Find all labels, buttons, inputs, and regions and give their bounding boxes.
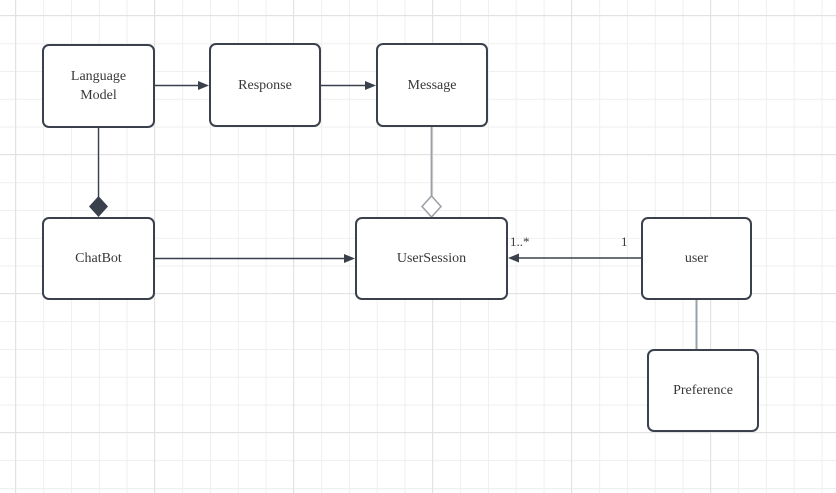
arrowhead-icon — [344, 254, 355, 263]
edge-user-usersession[interactable] — [508, 253, 641, 263]
aggregation-diamond-icon — [420, 194, 443, 219]
class-label: user — [684, 251, 709, 266]
class-label: Preference — [673, 383, 733, 398]
arrowhead-icon — [508, 253, 519, 263]
class-box-message[interactable]: Message — [376, 43, 488, 127]
edge-response-message[interactable] — [321, 81, 376, 90]
multiplicity-label-user[interactable]: 1 — [621, 234, 628, 249]
edge-languagemodel-response[interactable] — [155, 81, 209, 90]
edge-chatbot-usersession[interactable] — [155, 254, 355, 263]
class-box-response[interactable]: Response — [209, 43, 321, 127]
arrowhead-icon — [365, 81, 376, 90]
class-label: ChatBot — [75, 251, 122, 266]
class-label: Language Model — [70, 69, 127, 103]
class-box-preference[interactable]: Preference — [647, 349, 759, 432]
class-label: UserSession — [396, 251, 467, 266]
class-label: Message — [407, 77, 457, 93]
class-label: Response — [238, 77, 292, 93]
class-box-user[interactable]: user — [641, 217, 752, 300]
edge-languagemodel-chatbot-composition[interactable] — [89, 128, 108, 217]
arrowhead-icon — [198, 81, 209, 90]
class-box-chatbot[interactable]: ChatBot — [42, 217, 155, 300]
multiplicity-label-usersession[interactable]: 1..* — [510, 234, 530, 249]
class-box-usersession[interactable]: UserSession — [355, 217, 508, 300]
composition-diamond-icon — [89, 196, 108, 217]
class-box-language-model[interactable]: Language Model — [42, 44, 155, 128]
edge-message-usersession-aggregation[interactable] — [420, 127, 443, 219]
